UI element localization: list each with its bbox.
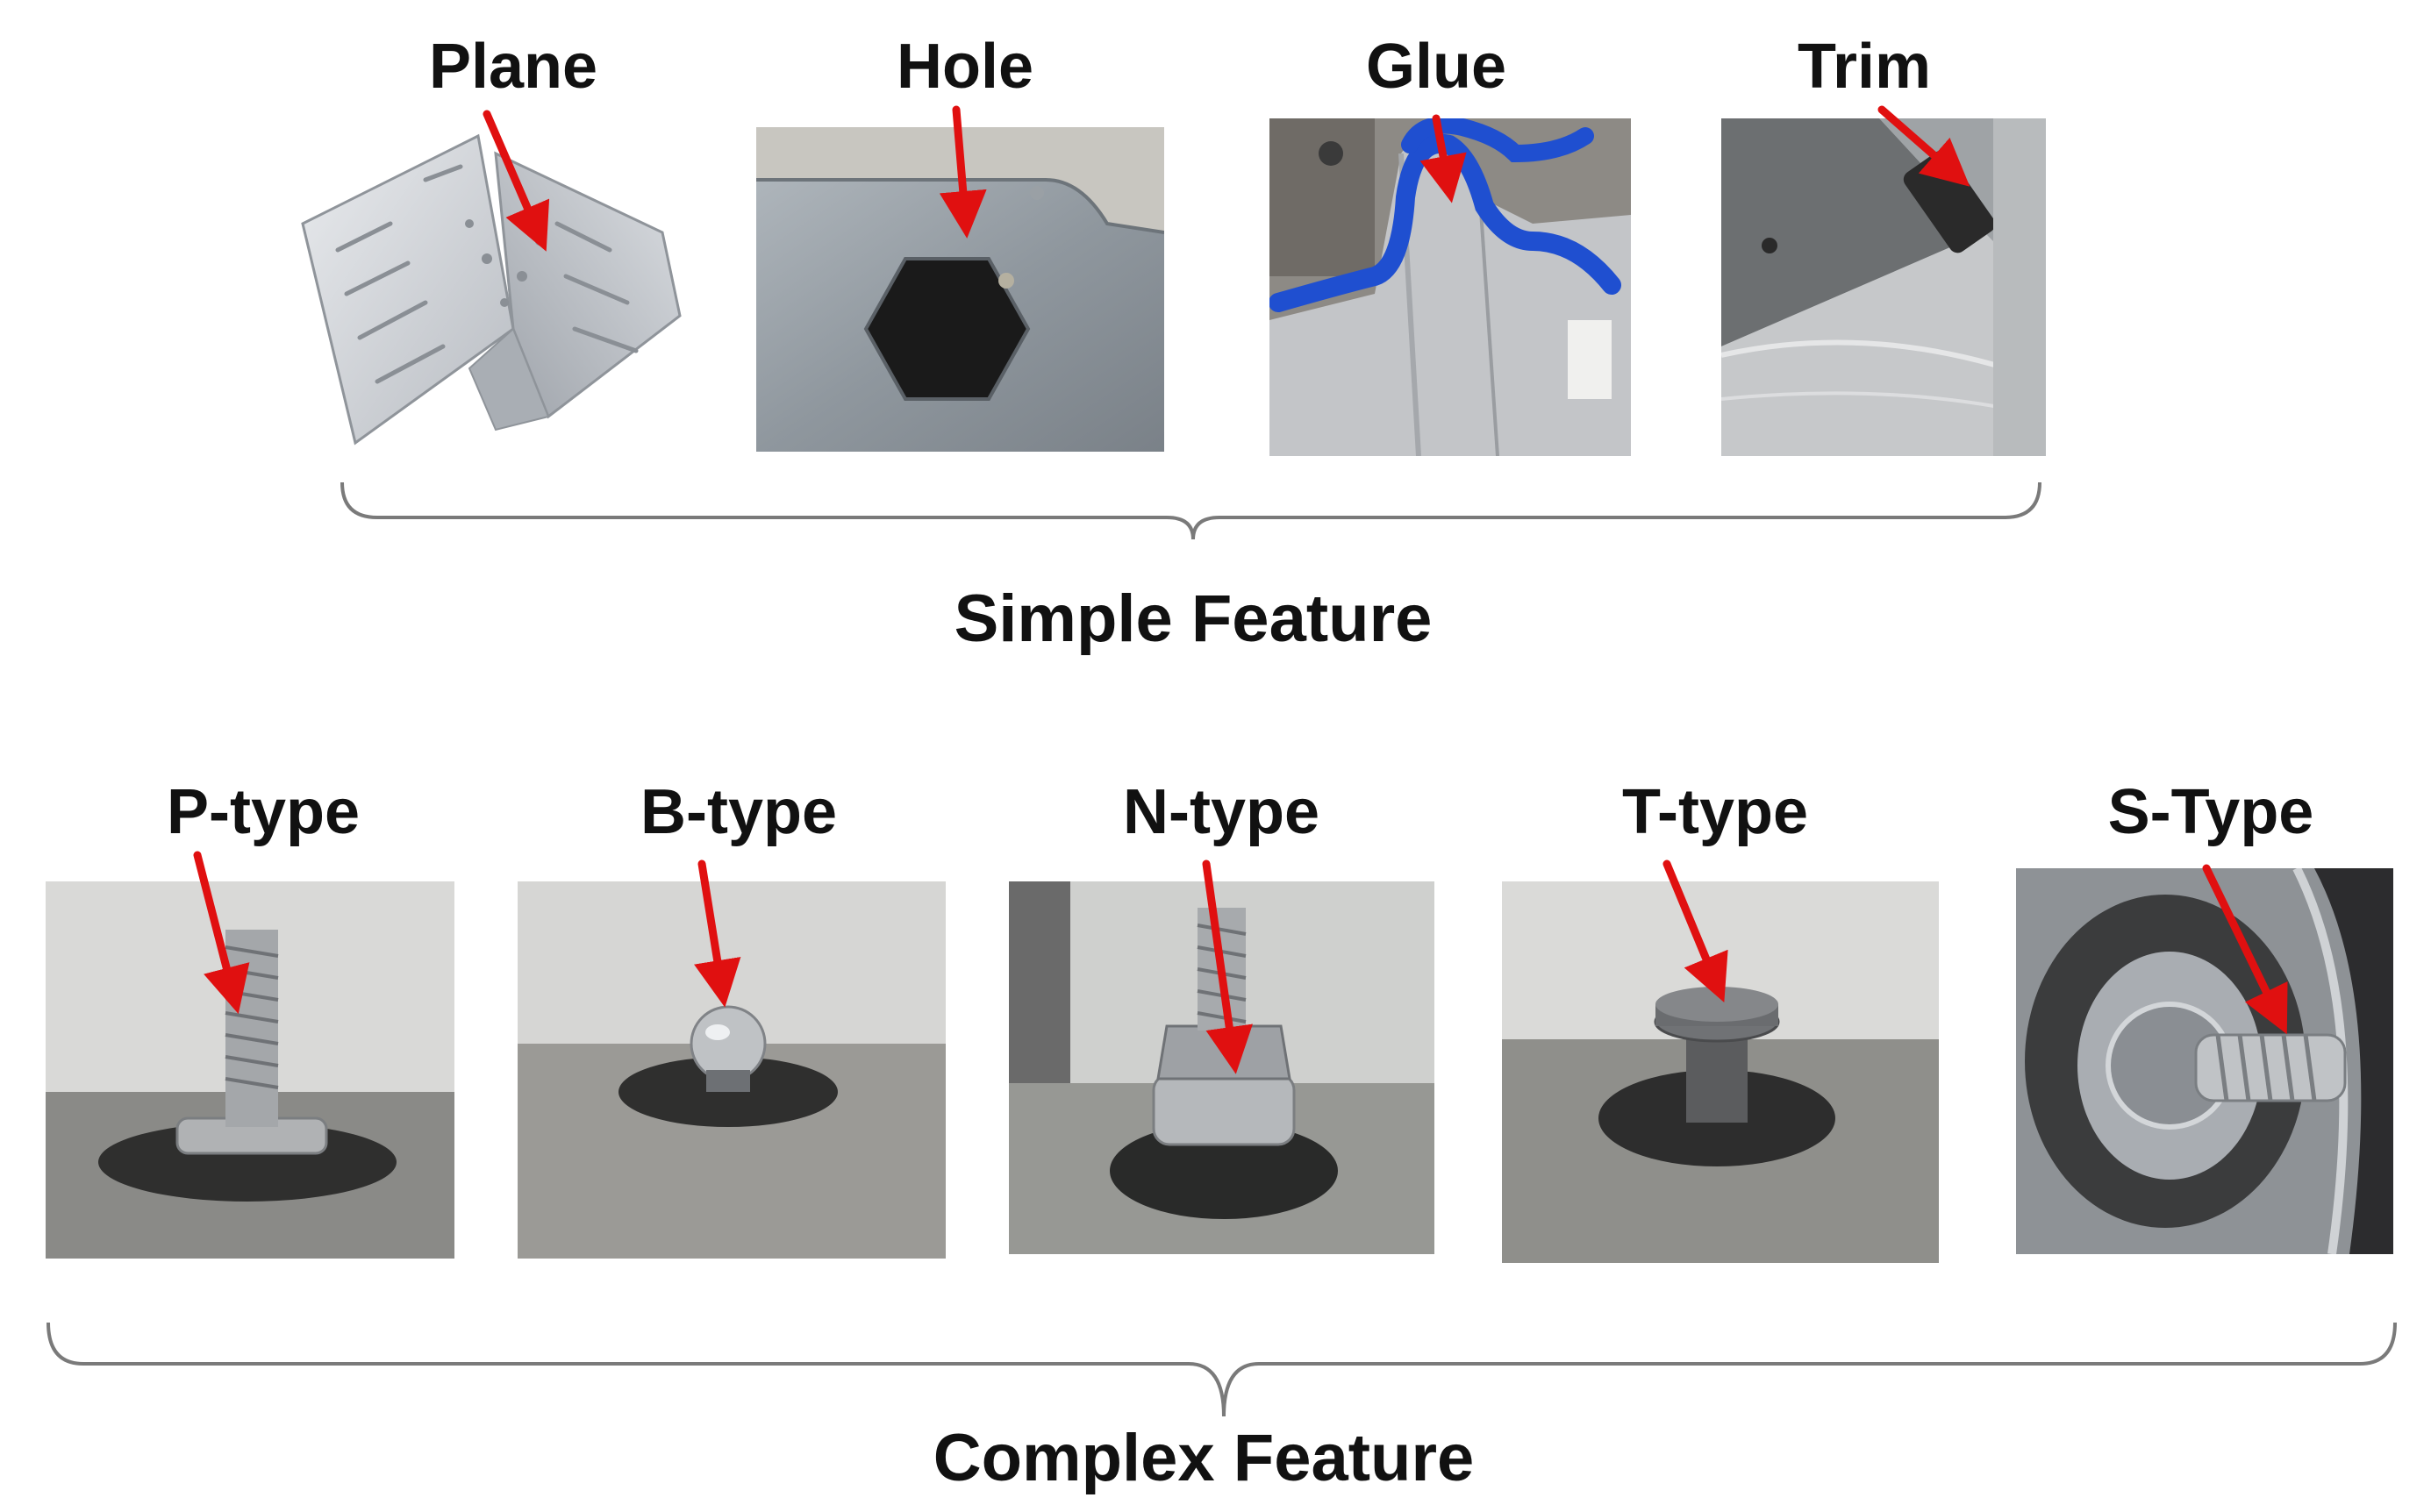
label-s-type: S-Type [2107,777,2314,847]
label-n-type: N-type [1122,777,1320,847]
photo-t-type [1502,881,1939,1263]
brace-complex [46,1322,2397,1417]
label-b-type: B-type [640,777,838,847]
label-trim: Trim [1797,32,1932,102]
photo-b-type [518,881,946,1259]
group-label-complex: Complex Feature [933,1421,1475,1495]
photo-trim [1721,118,2046,456]
photo-plane [294,127,693,452]
label-hole: Hole [896,32,1034,102]
group-label-simple: Simple Feature [954,581,1433,656]
brace-simple [340,481,2041,540]
photo-n-type [1009,881,1434,1254]
photo-hole [756,127,1164,452]
photo-p-type [46,881,454,1259]
label-p-type: P-type [166,777,361,847]
photo-s-type [2016,868,2393,1254]
photo-glue [1269,118,1631,456]
label-t-type: T-type [1621,777,1809,847]
label-plane: Plane [428,32,598,102]
label-glue: Glue [1365,32,1507,102]
